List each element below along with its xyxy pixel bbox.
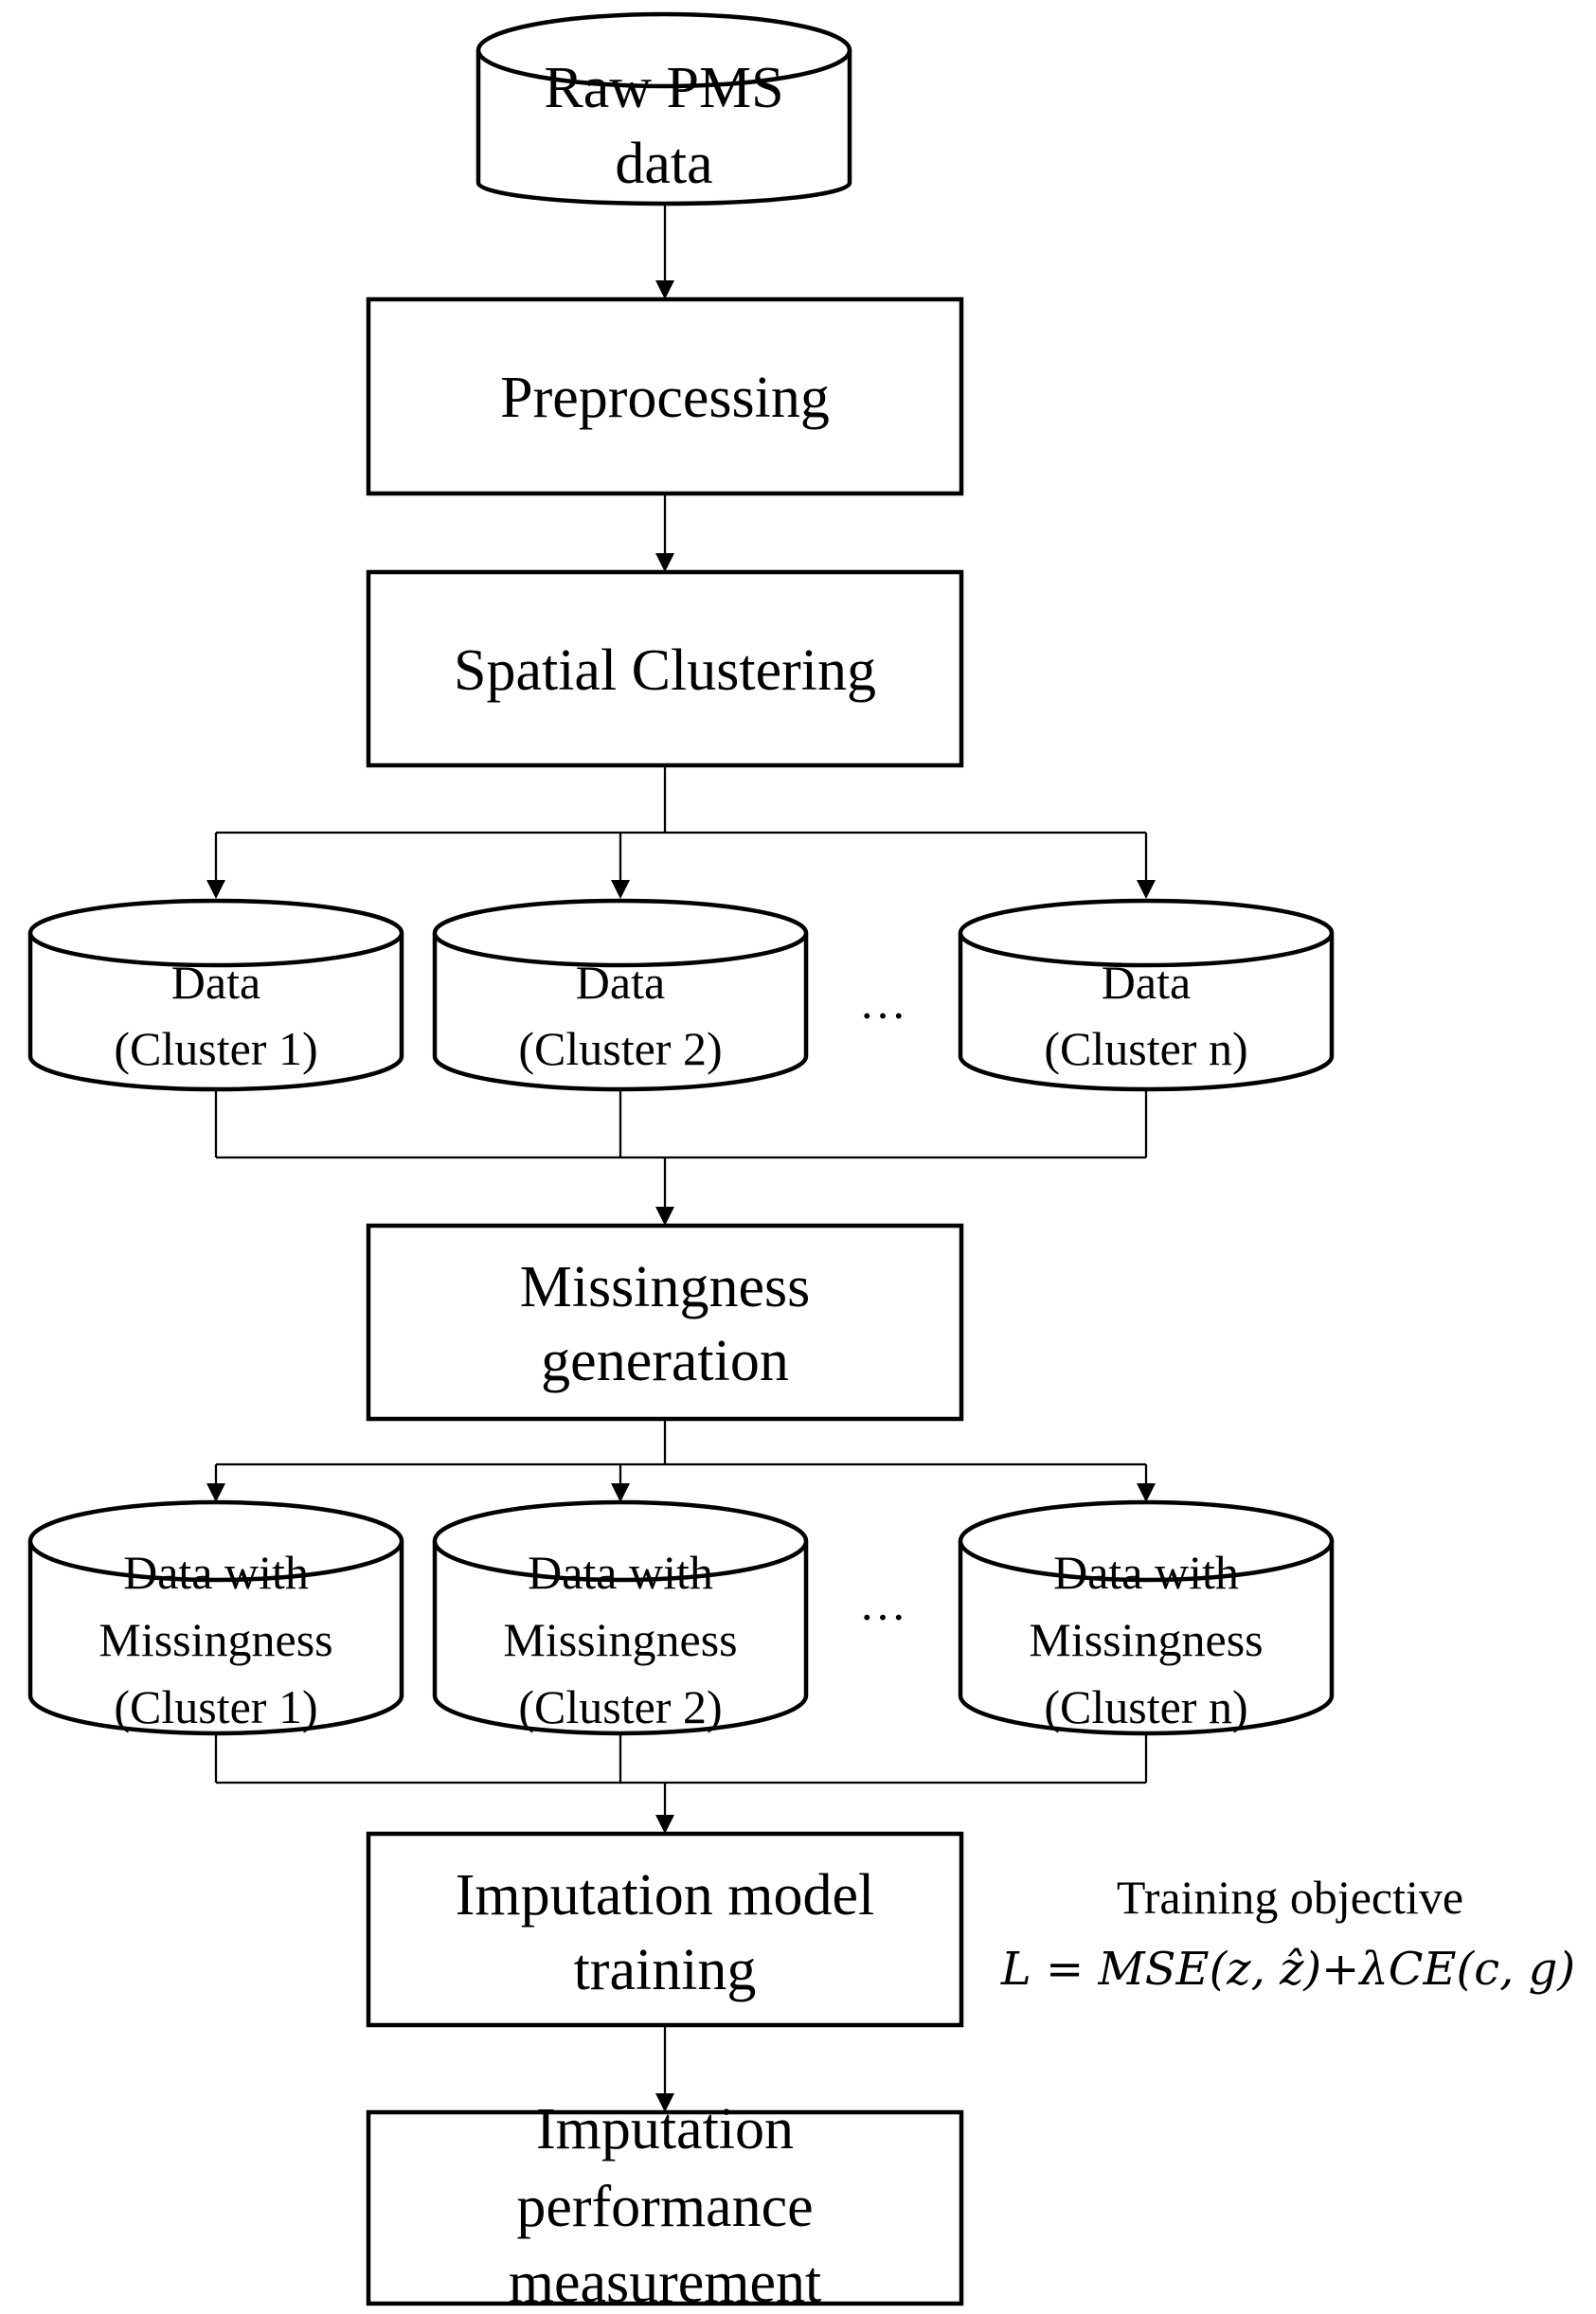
performance-measurement-label-line2: performance (516, 2175, 813, 2239)
preprocessing-label: Preprocessing (500, 366, 830, 430)
missing-data-cluster-1-cylinder: Data with Missingness (Cluster 1) (27, 1499, 404, 1736)
spatial-clustering-label: Spatial Clustering (454, 638, 876, 703)
imputation-training-label-line2: training (574, 1938, 757, 2002)
cluster-n-data-cylinder: Data (Cluster n) (958, 898, 1335, 1092)
missing-data-cluster-1-label: Data with (123, 1546, 309, 1599)
arrowhead-preprocessing (655, 280, 674, 299)
arrowhead-missing-2 (611, 1483, 630, 1502)
performance-measurement-label: Imputation (536, 2097, 794, 2162)
missing-data-cluster-2-label-line3: (Cluster 2) (518, 1680, 722, 1733)
missing-data-cluster-1-label-line3: (Cluster 1) (114, 1680, 317, 1733)
connectors (206, 204, 1156, 2112)
performance-measurement-label-line3: measurement (509, 2251, 822, 2314)
missing-data-cluster-2-label-line2: Missingness (503, 1613, 737, 1666)
arrowhead-cluster-2 (611, 880, 630, 899)
imputation-training-label: Imputation model (456, 1863, 875, 1928)
missing-data-cluster-n-cylinder: Data with Missingness (Cluster n) (958, 1499, 1335, 1736)
raw-pms-data-cylinder: Raw PMS data (475, 11, 852, 206)
arrowhead-cluster-1 (206, 880, 225, 899)
cluster-1-data-label: Data (171, 956, 260, 1009)
missingness-generation-box: Missingness generation (366, 1223, 964, 1422)
missing-data-cluster-n-label: Data with (1053, 1546, 1239, 1599)
arrowhead-clustering (655, 553, 674, 572)
cluster-n-data-sublabel: (Cluster n) (1044, 1022, 1247, 1075)
spatial-clustering-box: Spatial Clustering (366, 569, 964, 768)
missing-data-cluster-n-label-line2: Missingness (1029, 1613, 1263, 1666)
training-objective: Training objective L = MSE(z, ẑ)+λCE(c, … (1000, 1871, 1575, 1996)
missingness-generation-label-line2: generation (541, 1329, 789, 1393)
arrowhead-measurement (655, 2093, 674, 2112)
arrowhead-training (655, 1815, 674, 1834)
missing-data-cluster-2-cylinder: Data with Missingness (Cluster 2) (432, 1499, 809, 1736)
arrowhead-missing-1 (206, 1483, 225, 1502)
missing-data-cluster-2-label: Data with (528, 1546, 713, 1599)
training-objective-title: Training objective (1117, 1871, 1463, 1924)
cluster-2-data-label: Data (576, 956, 665, 1009)
cluster-2-data-cylinder: Data (Cluster 2) (432, 898, 809, 1092)
arrowhead-missing-n (1137, 1483, 1156, 1502)
arrowhead-cluster-n (1137, 880, 1156, 899)
raw-pms-data-label: Raw PMS (544, 56, 783, 120)
raw-pms-data-label-line2: data (615, 132, 712, 196)
preprocessing-box: Preprocessing (366, 296, 964, 496)
cluster-ellipsis: … (859, 976, 906, 1029)
performance-measurement-box: Imputation performance measurement (366, 2097, 964, 2314)
cluster-2-data-sublabel: (Cluster 2) (518, 1022, 722, 1075)
missing-data-cluster-n-label-line3: (Cluster n) (1044, 1680, 1247, 1733)
missingness-generation-label: Missingness (520, 1255, 811, 1319)
cluster-1-data-cylinder: Data (Cluster 1) (27, 898, 404, 1092)
missing-data-cluster-1-label-line2: Missingness (99, 1613, 332, 1666)
cluster-n-data-label: Data (1102, 956, 1191, 1009)
imputation-training-box: Imputation model training (366, 1831, 964, 2028)
arrowhead-missingness (655, 1207, 674, 1226)
training-objective-formula: L = MSE(z, ẑ)+λCE(c, g) (1000, 1943, 1575, 1996)
cluster-1-data-sublabel: (Cluster 1) (114, 1022, 317, 1075)
missing-ellipsis: … (859, 1577, 906, 1630)
